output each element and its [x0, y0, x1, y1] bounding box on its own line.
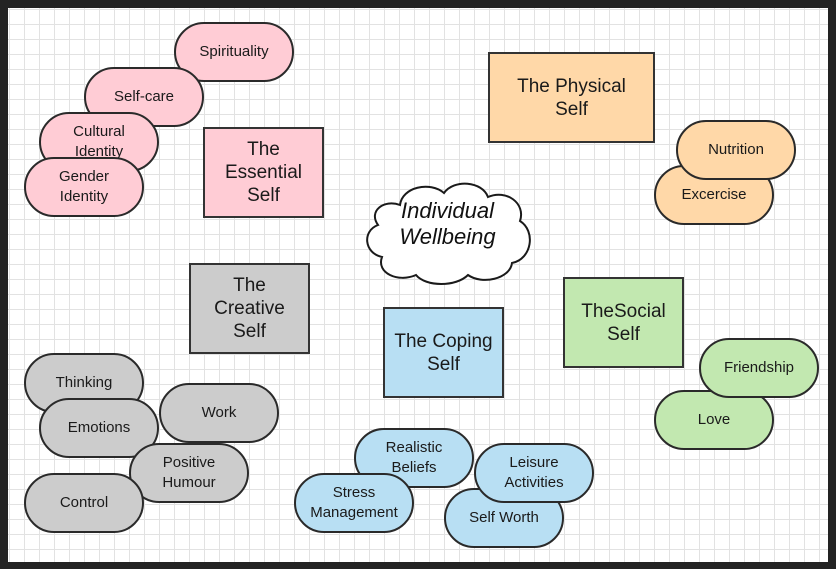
pill-positive-humour[interactable]: Positive Humour [129, 443, 249, 503]
pill-gender-identity[interactable]: Gender Identity [24, 157, 144, 217]
diagram-canvas: Spirituality Self-care Cultural Identity… [8, 8, 828, 562]
pill-friendship[interactable]: Friendship [699, 338, 819, 398]
pill-love[interactable]: Love [654, 390, 774, 450]
pill-nutrition[interactable]: Nutrition [676, 120, 796, 180]
pill-emotions[interactable]: Emotions [39, 398, 159, 458]
pill-stress-management[interactable]: Stress Management [294, 473, 414, 533]
box-creative-self[interactable]: The Creative Self [189, 263, 310, 354]
box-social-self[interactable]: TheSocial Self [563, 277, 684, 368]
cloud-shape [366, 182, 531, 285]
pill-spirituality[interactable]: Spirituality [174, 22, 294, 82]
box-essential-self[interactable]: The Essential Self [203, 127, 324, 218]
pill-work[interactable]: Work [159, 383, 279, 443]
box-coping-self[interactable]: The Coping Self [383, 307, 504, 398]
box-physical-self[interactable]: The Physical Self [488, 52, 655, 143]
pill-control[interactable]: Control [24, 473, 144, 533]
center-label-individual-wellbeing: Individual Wellbeing [399, 198, 496, 249]
pill-leisure-activities[interactable]: Leisure Activities [474, 443, 594, 503]
